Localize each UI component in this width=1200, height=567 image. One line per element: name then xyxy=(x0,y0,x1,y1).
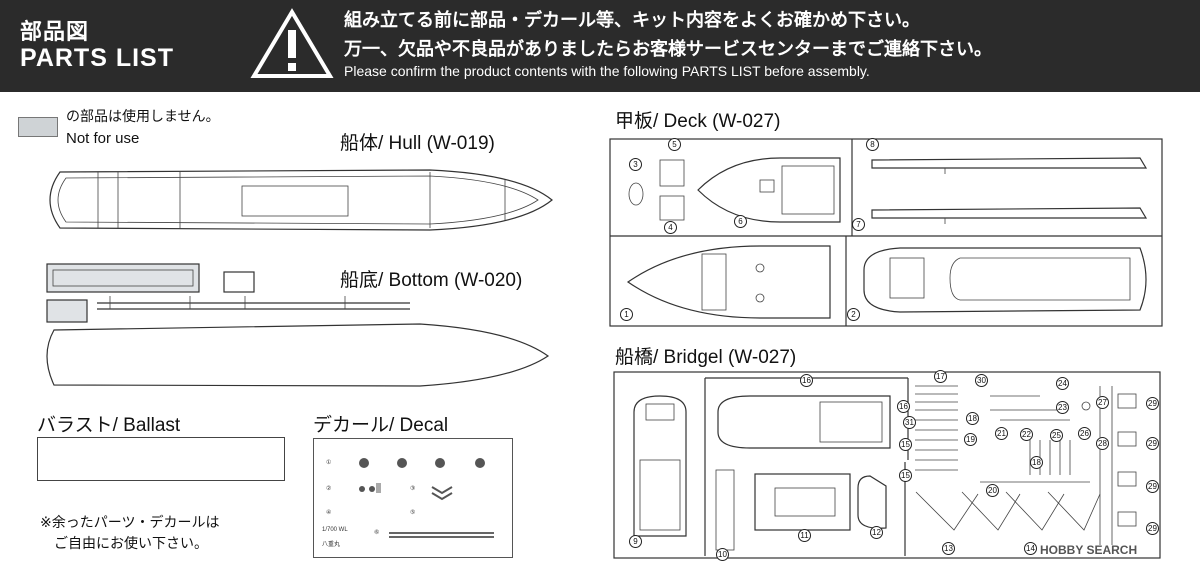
part-num-5: 5 xyxy=(668,138,681,151)
warning-en: Please confirm the product contents with… xyxy=(344,63,870,79)
part-num-13: 12 xyxy=(870,526,883,539)
part-num-18b: 18 xyxy=(1030,456,1043,469)
legend-jp: の部品は使用しません。 xyxy=(66,109,220,125)
footnote-line2: ご自由にお使い下さい。 xyxy=(54,536,208,552)
part-num-29d: 29 xyxy=(1146,522,1159,535)
part-num-17: 17 xyxy=(934,370,947,383)
part-num-2: 2 xyxy=(847,308,860,321)
ballast-part xyxy=(37,437,285,481)
part-num-10: 10 xyxy=(716,548,729,561)
part-num-3: 3 xyxy=(629,158,642,171)
warning-triangle-icon xyxy=(250,8,334,78)
warning-jp-line2: 万一、欠品や不良品がありましたらお客様サービスセンターまでご連絡下さい。 xyxy=(344,39,992,60)
part-num-14b: 14 xyxy=(1024,542,1037,555)
part-num-22: 22 xyxy=(1020,428,1033,441)
part-num-12: 16 xyxy=(800,374,813,387)
part-num-29b: 29 xyxy=(1146,437,1159,450)
part-num-30: 30 xyxy=(975,374,988,387)
part-num-9: 9 xyxy=(629,535,642,548)
warning-jp-line1: 組み立てる前に部品・デカール等、キット内容をよくお確かめ下さい。 xyxy=(344,10,920,31)
deck-label: 甲板/ Deck (W-027) xyxy=(615,111,781,132)
part-num-8: 8 xyxy=(866,138,879,151)
part-num-18a: 18 xyxy=(966,412,979,425)
part-num-6: 6 xyxy=(734,215,747,228)
footnote-line1: ※余ったパーツ・デカールは xyxy=(40,515,220,531)
bottom-parts xyxy=(46,263,550,387)
decal-num-6: ⑥ xyxy=(374,530,380,536)
part-num-15b: 15 xyxy=(899,469,912,482)
decal-artwork xyxy=(359,458,494,538)
part-num-16: 16 xyxy=(897,400,910,413)
part-num-1: 1 xyxy=(620,308,633,321)
part-num-20: 20 xyxy=(986,484,999,497)
part-num-14a: 13 xyxy=(942,542,955,555)
not-for-use-swatch xyxy=(18,117,58,137)
part-num-29a: 29 xyxy=(1146,397,1159,410)
watermark: HOBBY SEARCH xyxy=(1040,543,1138,557)
part-num-24: 24 xyxy=(1056,377,1069,390)
part-num-25: 25 xyxy=(1050,429,1063,442)
part-num-15a: 15 xyxy=(899,438,912,451)
part-num-26: 26 xyxy=(1078,427,1091,440)
title-jp: 部品図 xyxy=(20,20,90,45)
part-num-23: 23 xyxy=(1056,401,1069,414)
header-banner: 部品図 PARTS LIST 組み立てる前に部品・デカール等、キット内容をよくお… xyxy=(0,0,1200,92)
decal-num-5: ⑤ xyxy=(410,510,416,516)
decal-num-3: ③ xyxy=(410,486,416,492)
bridge-sprue xyxy=(613,371,1161,559)
part-num-28: 28 xyxy=(1096,437,1109,450)
legend-en: Not for use xyxy=(66,130,140,147)
hull-label: 船体/ Hull (W-019) xyxy=(340,133,495,154)
bridge-label: 船橋/ Bridgel (W-027) xyxy=(615,347,797,368)
part-num-11: 11 xyxy=(798,529,811,542)
deck-sprue xyxy=(609,138,1163,327)
part-num-29c: 29 xyxy=(1146,480,1159,493)
part-num-31: 31 xyxy=(903,416,916,429)
ballast-label: バラスト/ Ballast xyxy=(37,415,181,436)
title-en: PARTS LIST xyxy=(20,44,174,72)
part-num-19: 19 xyxy=(964,433,977,446)
part-num-4: 4 xyxy=(664,221,677,234)
part-num-21: 21 xyxy=(995,427,1008,440)
part-num-7: 7 xyxy=(852,218,865,231)
decal-num-4: ④ xyxy=(326,510,332,516)
part-num-27: 27 xyxy=(1096,396,1109,409)
decal-num-1: ① xyxy=(326,460,332,466)
decal-label: デカール/ Decal xyxy=(313,415,449,436)
decal-num-2: ② xyxy=(326,486,332,492)
decal-sheet: ① ② ③ ④ ⑤ ⑥ 1/700 WL 八重丸 xyxy=(313,438,513,558)
bottom-label: 船底/ Bottom (W-020) xyxy=(340,270,523,291)
hull-part xyxy=(49,169,553,231)
hull-bottom-drawing xyxy=(46,169,553,387)
decal-scale: 1/700 WL xyxy=(322,527,348,533)
decal-name: 八重丸 xyxy=(322,542,341,548)
